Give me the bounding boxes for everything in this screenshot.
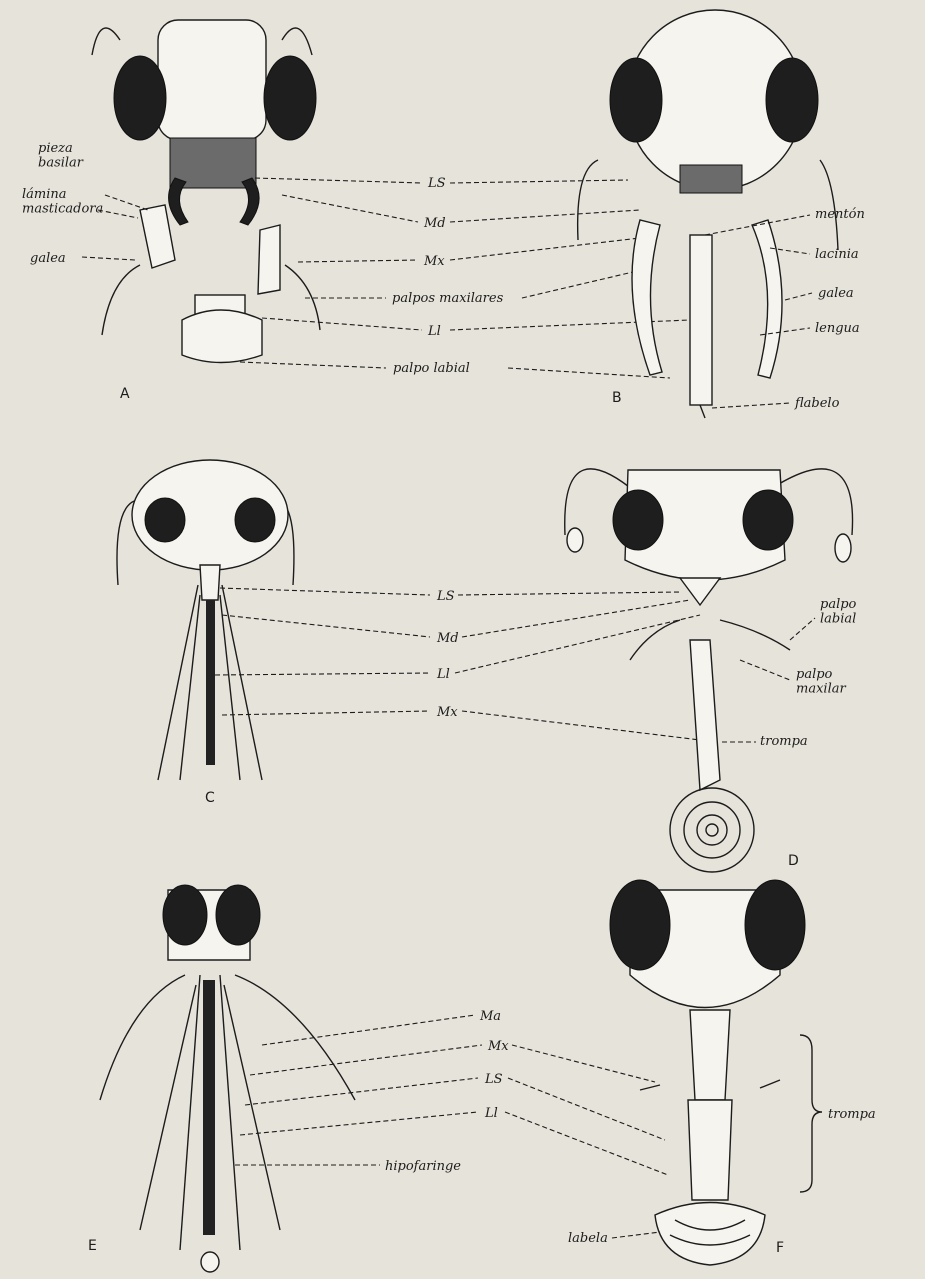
- label-palpo-labial-a: palpo labial: [393, 361, 470, 376]
- label-lengua: lengua: [815, 321, 860, 336]
- panel-e: Ma Mx LS Ll hipofaringe E: [88, 885, 668, 1272]
- label-mx-a: Mx: [423, 254, 445, 269]
- panel-b: mentón lacinia galea lengua flabelo B: [578, 10, 865, 418]
- panel-letter-e: E: [88, 1238, 97, 1254]
- label-trompa-f: trompa: [828, 1107, 876, 1122]
- panel-e-head-drawing: [100, 885, 355, 1272]
- panel-f-head-drawing: [610, 880, 805, 1265]
- label-ls-c: LS: [436, 589, 455, 604]
- panel-c: LS Md Ll Mx C: [117, 460, 700, 806]
- label-trompa-d: trompa: [760, 734, 808, 749]
- panel-f: trompa labela F: [568, 880, 876, 1265]
- label-galea-a: galea: [30, 251, 66, 266]
- label-ma: Ma: [479, 1009, 501, 1024]
- label-md-c: Md: [436, 631, 459, 646]
- label-galea-b: galea: [818, 286, 854, 301]
- label-hipofaringe: hipofaringe: [385, 1159, 461, 1174]
- label-ls-e: LS: [484, 1072, 503, 1087]
- panel-letter-a: A: [120, 386, 130, 402]
- label-flabelo: flabelo: [794, 396, 840, 411]
- panel-letter-b: B: [612, 390, 622, 406]
- label-ls-a: LS: [427, 176, 446, 191]
- panel-letter-d: D: [788, 853, 799, 869]
- panel-letter-c: C: [205, 790, 215, 806]
- label-mx-e: Mx: [487, 1039, 509, 1054]
- panel-b-head-drawing: [578, 10, 838, 418]
- label-md-a: Md: [423, 216, 446, 231]
- label-menton: mentón: [815, 207, 865, 222]
- label-mx-c: Mx: [436, 705, 458, 720]
- panel-letter-f: F: [776, 1240, 784, 1256]
- label-lacinia: lacinia: [815, 247, 859, 262]
- label-labela: labela: [568, 1231, 608, 1246]
- label-ll-e: Ll: [484, 1106, 498, 1121]
- panel-a-head-drawing: [92, 20, 320, 363]
- label-palpos-maxilares: palpos maxilares: [392, 291, 504, 306]
- label-ll-a: Ll: [427, 324, 441, 339]
- panel-c-head-drawing: [117, 460, 294, 780]
- label-ll-c: Ll: [436, 667, 450, 682]
- trompa-bracket: [800, 1035, 822, 1192]
